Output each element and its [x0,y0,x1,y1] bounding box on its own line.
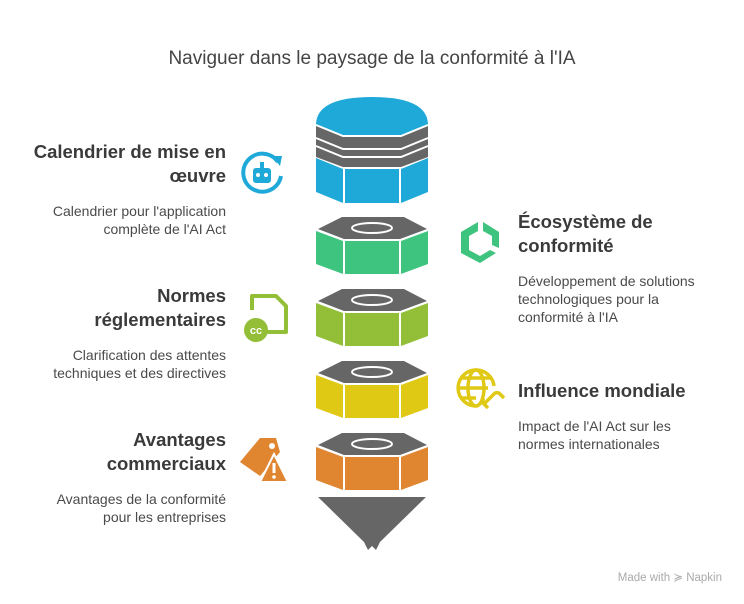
item-description: Impact de l'AI Act sur les normes intern… [518,418,671,452]
item-description: Clarification des attentes techniques et… [53,347,226,381]
item-title: Avantages commerciaux [106,429,226,474]
document-cc-icon: cc [244,294,288,342]
hexagon-ring-icon [461,222,499,263]
item-calendrier: Calendrier de mise en œuvre Calendrier p… [26,140,226,238]
item-description: Développement de solutions technologique… [518,273,695,325]
item-title: Calendrier de mise en œuvre [33,141,226,186]
nut-segment [316,433,428,490]
nut-segment [316,361,428,418]
item-title: Normes réglementaires [94,285,226,330]
item-title: Écosystème de conformité [518,211,653,256]
tag-warning-icon [240,438,288,483]
nut-segment [316,217,428,274]
item-description: Avantages de la conformité pour les entr… [56,491,226,525]
item-avantages: Avantages commerciaux Avantages de la co… [26,428,226,526]
robot-refresh-icon [241,151,283,194]
svg-text:cc: cc [250,325,262,337]
cone-tip [318,497,426,550]
item-description: Calendrier pour l'application complète d… [52,203,226,237]
nut-segment [316,289,428,346]
item-ecosysteme: Écosystème de conformité Développement d… [518,210,718,326]
napkin-watermark: Made with ≽ Napkin [617,572,722,584]
page-title: Naviguer dans le paysage de la conformit… [168,48,576,69]
item-normes: Normes réglementaires Clarification des … [26,284,226,382]
item-influence: Influence mondiale Impact de l'AI Act su… [518,379,718,453]
globe-link-icon [456,368,506,410]
item-title: Influence mondiale [518,380,686,401]
blue-cylinder-segment [315,97,429,203]
